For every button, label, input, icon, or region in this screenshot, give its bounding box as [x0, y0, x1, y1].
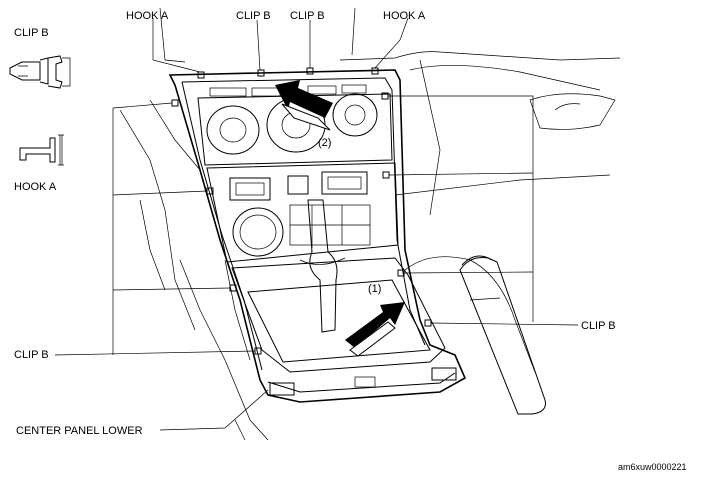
reference-code: am6xuw0000221: [618, 462, 687, 472]
dashboard-background: [119, 7, 621, 441]
clip-b-label-top-2: CLIP B: [290, 10, 325, 22]
clip-b-label-top-1: CLIP B: [236, 10, 271, 22]
clip-b-inset-label: CLIP B: [14, 27, 49, 39]
hook-a-inset-label: HOOK A: [14, 181, 57, 193]
removal-arrow-icon: [275, 80, 333, 131]
center-panel-lower-tray: [231, 257, 457, 396]
leader-lines: [54, 17, 579, 431]
step-2-label: (2): [318, 137, 331, 149]
climate-knobs: [197, 93, 393, 166]
clip-b-label-right: CLIP B: [581, 320, 616, 332]
step-1-label: (1): [368, 283, 381, 295]
switch-panel: [206, 162, 399, 263]
hook-a-label-right: HOOK A: [383, 10, 426, 22]
clip-b-label-left: CLIP B: [14, 349, 49, 361]
clip-b-icon: [9, 55, 71, 89]
shift-lever: [299, 199, 346, 333]
hook-a-icon: [19, 134, 64, 166]
center-panel-lower-label: CENTER PANEL LOWER: [16, 425, 143, 437]
console-frame: [168, 69, 467, 403]
removal-arrow-icon: [345, 302, 405, 357]
hook-a-label-left: HOOK A: [126, 10, 169, 22]
